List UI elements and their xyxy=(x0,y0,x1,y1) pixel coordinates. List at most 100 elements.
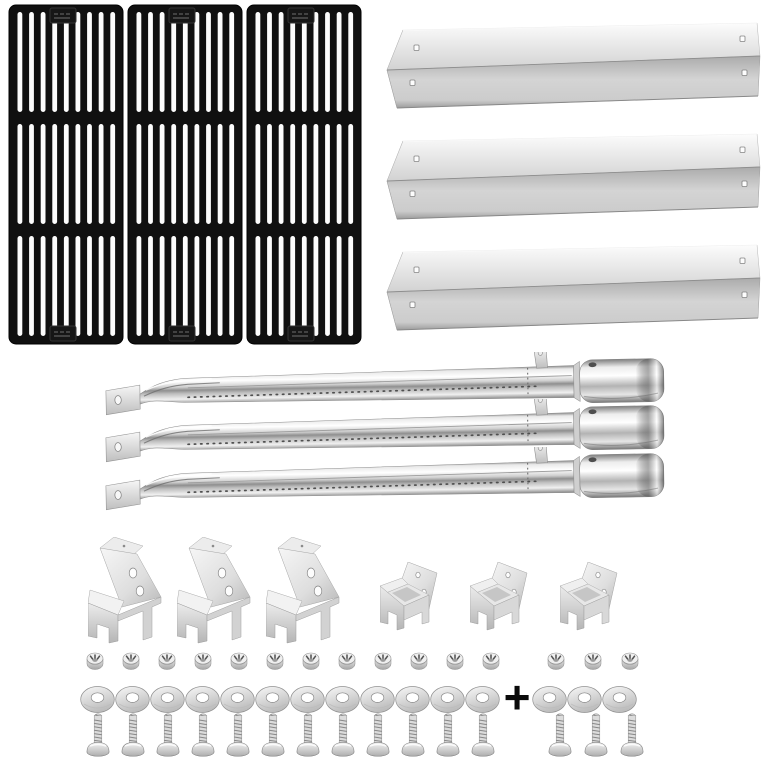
heat-plate-hole xyxy=(409,79,416,86)
pan-head-screw-graphic xyxy=(331,713,355,757)
flat-washer-graphic xyxy=(465,686,500,713)
burner-upright-tab xyxy=(533,399,548,416)
bracket-hole xyxy=(306,567,316,579)
flat-washer-graphic xyxy=(115,686,150,713)
small-bracket xyxy=(470,562,534,638)
pan-head-screw xyxy=(366,712,390,757)
large-brackets-group xyxy=(88,537,350,647)
flat-washer xyxy=(395,685,430,714)
burner-mount-hole xyxy=(114,442,122,452)
plus-sign: + xyxy=(503,671,531,723)
hex-nut xyxy=(156,650,178,670)
burner-tube-graphic xyxy=(105,399,665,463)
small-bracket-graphic xyxy=(560,562,618,631)
heat-plate-hole xyxy=(409,301,416,308)
pan-head-screw-graphic xyxy=(620,713,644,757)
burner-body xyxy=(139,460,575,500)
large-bracket-graphic xyxy=(266,537,340,644)
flat-washer-graphic xyxy=(360,686,395,713)
large-bracket xyxy=(177,537,261,647)
hex-nut xyxy=(300,650,322,670)
grate-logo-tab xyxy=(49,325,77,342)
flat-washer-graphic xyxy=(80,686,115,713)
screws-row-extra xyxy=(548,712,644,757)
small-bracket xyxy=(560,562,624,638)
pan-head-screw-graphic xyxy=(436,713,460,757)
burner-mount-tab xyxy=(105,479,141,511)
hex-nut xyxy=(444,650,466,670)
hex-nut-graphic xyxy=(194,652,212,670)
pan-head-screw xyxy=(261,712,285,757)
hex-nut xyxy=(408,650,430,670)
flat-washer xyxy=(255,685,290,714)
pan-head-screw xyxy=(620,712,644,757)
burner-tubes-group xyxy=(88,352,688,524)
pan-head-screw xyxy=(156,712,180,757)
large-bracket xyxy=(266,537,350,647)
hex-nut xyxy=(619,650,641,670)
burner-tube xyxy=(88,447,673,519)
cooking-grate xyxy=(246,4,362,345)
flat-washer-graphic xyxy=(290,686,325,713)
pan-head-screw-graphic xyxy=(156,713,180,757)
grate-logo-tab xyxy=(287,325,315,342)
heat-plate-graphic xyxy=(386,133,761,220)
cooking-grate-graphic xyxy=(127,4,243,345)
flat-washer xyxy=(602,685,637,714)
hex-nut xyxy=(84,650,106,670)
pan-head-screw xyxy=(86,712,110,757)
pan-head-screw xyxy=(121,712,145,757)
large-bracket-graphic xyxy=(177,537,251,644)
cooking-grate-graphic xyxy=(8,4,124,345)
grate-logo-tab xyxy=(168,325,196,342)
cooking-grate xyxy=(8,4,124,345)
heat-plate-hole xyxy=(739,146,746,153)
hex-nut-graphic xyxy=(410,652,428,670)
flat-washer xyxy=(360,685,395,714)
grate-logo-tab xyxy=(287,7,315,24)
grate-logo-tab xyxy=(168,7,196,24)
flat-washer xyxy=(290,685,325,714)
washers-row-main xyxy=(80,685,500,714)
hex-nut-graphic xyxy=(266,652,284,670)
grate-logo-tab xyxy=(49,7,77,24)
bracket-hole xyxy=(217,567,227,579)
hex-nut-graphic xyxy=(338,652,356,670)
heat-plate xyxy=(376,242,764,334)
hex-nut-graphic xyxy=(302,652,320,670)
pan-head-screw xyxy=(296,712,320,757)
burner-mount-tab xyxy=(105,384,141,416)
pan-head-screw-graphic xyxy=(471,713,495,757)
heat-plates-group xyxy=(376,20,764,334)
flat-washer-graphic xyxy=(255,686,290,713)
burner-mount-tab xyxy=(105,431,141,463)
hex-nut xyxy=(264,650,286,670)
pan-head-screw-graphic xyxy=(401,713,425,757)
pan-head-screw-graphic xyxy=(86,713,110,757)
bracket-hole xyxy=(595,571,601,579)
hex-nut xyxy=(545,650,567,670)
pan-head-screw xyxy=(331,712,355,757)
heat-plate-graphic xyxy=(386,22,761,109)
small-bracket-graphic xyxy=(380,562,438,631)
pan-head-screw-graphic xyxy=(584,713,608,757)
hex-nut xyxy=(582,650,604,670)
hex-nut-graphic xyxy=(621,652,639,670)
flat-washer-graphic xyxy=(220,686,255,713)
cooking-grate xyxy=(127,4,243,345)
heat-plate-hole xyxy=(413,44,420,51)
heat-plate xyxy=(376,131,764,223)
cooking-grate-graphic xyxy=(246,4,362,345)
large-bracket-graphic xyxy=(88,537,162,644)
hex-nut-graphic xyxy=(547,652,565,670)
pan-head-screw-graphic xyxy=(548,713,572,757)
hex-nut-graphic xyxy=(158,652,176,670)
pan-head-screw xyxy=(401,712,425,757)
hex-nut xyxy=(372,650,394,670)
heat-plate-hole xyxy=(741,291,748,298)
hex-nut xyxy=(480,650,502,670)
hex-nut xyxy=(120,650,142,670)
pan-head-screw-graphic xyxy=(121,713,145,757)
burner-mount-hole xyxy=(114,395,122,405)
